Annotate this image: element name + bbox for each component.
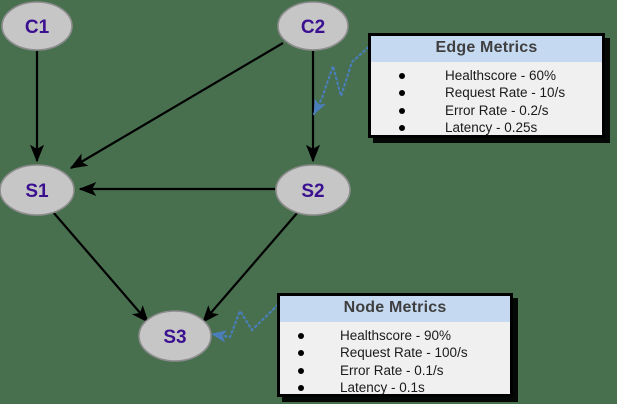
edge-s1-s3 <box>52 211 149 323</box>
edge-metrics-list: Healthscore - 60% Request Rate - 10/s Er… <box>371 62 602 135</box>
node-c1-label: C1 <box>25 17 50 38</box>
node-s1[interactable]: S1 <box>0 164 75 216</box>
node-s3-label: S3 <box>163 327 186 348</box>
node-c2[interactable]: C2 <box>277 1 349 51</box>
node-metric-request-rate: Request Rate - 100/s <box>280 344 510 362</box>
node-s2-label: S2 <box>301 181 324 202</box>
edge-s2-s3 <box>202 211 299 323</box>
node-metric-latency: Latency - 0.1s <box>280 379 510 394</box>
edge-metric-latency: Latency - 0.25s <box>371 119 602 135</box>
node-metric-error-rate: Error Rate - 0.1/s <box>280 362 510 380</box>
edges-layer <box>29 42 321 323</box>
node-c1[interactable]: C1 <box>1 1 73 51</box>
edge-c2-s1 <box>69 42 284 169</box>
nodes-layer: C1 C2 S1 S2 S3 <box>0 1 351 362</box>
edge-metrics-callout-line <box>312 42 374 116</box>
node-metric-healthscore: Healthscore - 90% <box>280 327 510 345</box>
edge-metric-error-rate: Error Rate - 0.2/s <box>371 102 602 120</box>
node-s3[interactable]: S3 <box>138 310 212 362</box>
edge-metric-healthscore: Healthscore - 60% <box>371 67 602 85</box>
node-metrics-title: Node Metrics <box>280 296 510 322</box>
node-s1-label: S1 <box>25 181 49 202</box>
node-s2[interactable]: S2 <box>275 164 351 216</box>
node-c1-shape[interactable] <box>1 1 73 51</box>
callout-connectors-layer <box>210 42 374 343</box>
node-s3-shape[interactable] <box>138 310 212 362</box>
node-s1-shape[interactable] <box>0 164 75 216</box>
edge-metrics-panel: Edge Metrics Healthscore - 60% Request R… <box>368 33 605 138</box>
node-c2-label: C2 <box>301 17 325 38</box>
node-metrics-list: Healthscore - 90% Request Rate - 100/s E… <box>280 322 510 394</box>
node-metrics-callout-line <box>210 296 287 343</box>
node-s2-shape[interactable] <box>275 164 351 216</box>
edge-metrics-title: Edge Metrics <box>371 36 602 62</box>
edge-metric-request-rate: Request Rate - 10/s <box>371 84 602 102</box>
node-metrics-panel: Node Metrics Healthscore - 90% Request R… <box>277 293 513 397</box>
node-c2-shape[interactable] <box>277 1 349 51</box>
